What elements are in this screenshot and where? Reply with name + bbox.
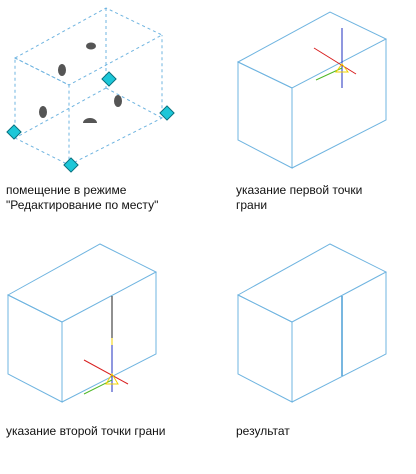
caption-line: указание первой точки bbox=[236, 183, 363, 197]
box-wireframe bbox=[236, 11, 388, 169]
face-marker[interactable] bbox=[58, 64, 66, 76]
dashed-box bbox=[13, 7, 164, 166]
panel-first-point bbox=[236, 11, 388, 169]
grip-handle-icon[interactable] bbox=[159, 105, 175, 121]
grip-handles bbox=[6, 71, 175, 173]
caption-line: указание второй точки грани bbox=[6, 424, 166, 438]
grip-handle-icon[interactable] bbox=[63, 157, 79, 173]
panel-in-place-edit bbox=[6, 7, 175, 173]
caption-line: помещение в режиме bbox=[6, 183, 127, 197]
grip-handle-icon[interactable] bbox=[6, 124, 22, 140]
caption-second-point: указание второй точки грани bbox=[6, 424, 165, 439]
caption-line: "Редактирование по месту" bbox=[6, 198, 159, 212]
face-marker[interactable] bbox=[86, 42, 96, 50]
caption-line: грани bbox=[236, 198, 268, 212]
panel-second-point bbox=[6, 243, 158, 403]
caption-in-place-edit: помещение в режиме "Редактирование по ме… bbox=[6, 183, 158, 213]
face-marker[interactable] bbox=[114, 95, 122, 107]
box-wireframe bbox=[236, 243, 388, 403]
caption-result: результат bbox=[236, 424, 290, 439]
box-wireframe bbox=[6, 243, 158, 403]
ucs-crosshair-icon bbox=[313, 28, 357, 88]
face-marker[interactable] bbox=[83, 118, 97, 123]
grip-handle-icon[interactable] bbox=[101, 71, 117, 87]
caption-first-point: указание первой точки грани bbox=[236, 183, 362, 213]
face-markers bbox=[39, 42, 122, 123]
face-marker[interactable] bbox=[39, 106, 47, 118]
ucs-crosshair-icon bbox=[83, 345, 129, 395]
caption-line: результат bbox=[236, 424, 290, 438]
panel-result bbox=[236, 243, 388, 403]
